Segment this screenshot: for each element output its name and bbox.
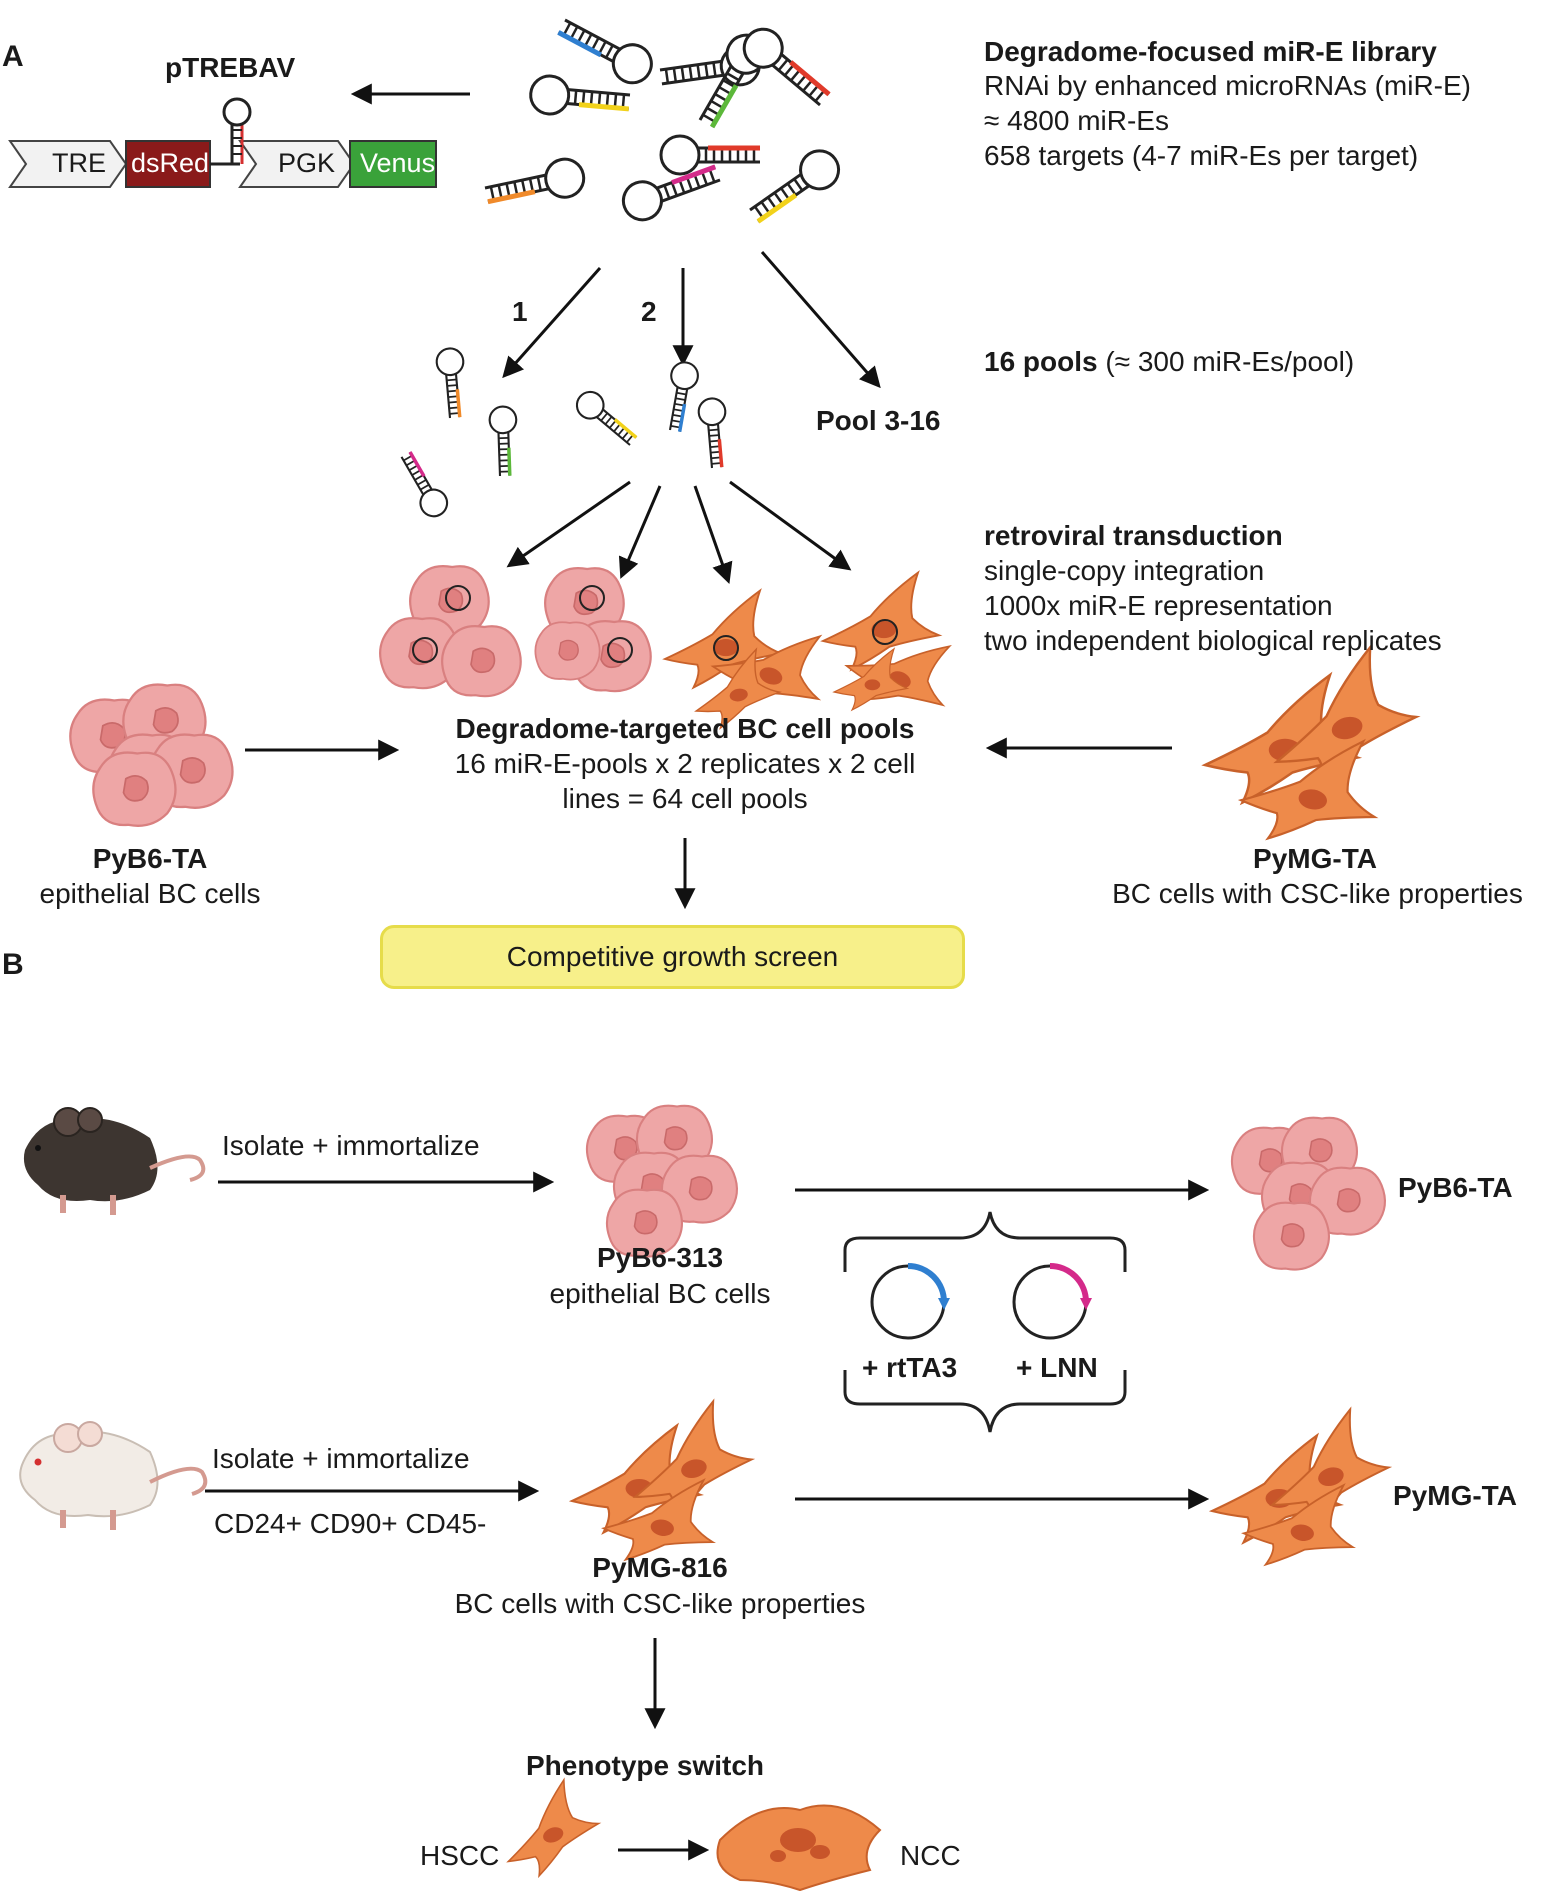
pymg-ta-desc: BC cells with CSC-like properties [1112,878,1523,909]
library-line-3: 658 targets (4-7 miR-Es per target) [984,140,1419,171]
hscc-cell-illustration [487,1773,610,1885]
transduced-epithelial-cells [379,565,652,698]
construct-title: pTREBAV [165,52,296,83]
isolate-immortalize-bottom: Isolate + immortalize [212,1443,470,1474]
panel-label-b: B [2,948,24,981]
pymg-ta-cells-illustration [1203,639,1429,858]
plasmid-brace [843,1211,1127,1433]
white-mouse-illustration [19,1421,208,1530]
phenotype-switch-title: Phenotype switch [525,1750,765,1781]
cell-pools-title: Degradome-targeted BC cell pools [455,713,915,744]
pymg-816-desc: BC cells with CSC-like properties [454,1588,866,1619]
pymg-ta-name: PyMG-TA [1253,843,1377,874]
venus-label: Venus [360,148,436,178]
pool-3-16-label: Pool 3-16 [816,405,941,436]
transduction-title: retroviral transduction [984,520,1283,551]
pymg-816-name: PyMG-816 [592,1552,728,1583]
pymg-816-cells-illustration [570,1394,762,1575]
library-line-1: RNAi by enhanced microRNAs (miR-E) [984,70,1472,101]
competitive-growth-screen-box: Competitive growth screen [380,925,965,989]
library-line-2: ≈ 4800 miR-Es [984,105,1169,136]
transduction-line-3: two independent biological replicates [984,625,1442,656]
pool-2-label: 2 [641,296,657,327]
panel-label-a: A [2,40,24,73]
pyb6-ta-name: PyB6-TA [92,843,208,874]
lnn-label: + LNN [1016,1352,1098,1383]
pyb6-313-cells-illustration [585,1104,739,1258]
cell-pools-line-1: 16 miR-E-pools x 2 replicates x 2 cell [454,748,916,779]
marker-criteria: CD24+ CD90+ CD45- [214,1508,487,1539]
pool-2-hairpins [570,359,732,470]
transduction-line-1: single-copy integration [984,555,1265,586]
pyb6-313-name: PyB6-313 [596,1242,724,1273]
pool-arrows [502,251,881,389]
pyb6-ta-label-b: PyB6-TA [1398,1172,1513,1203]
hscc-label: HSCC [420,1840,500,1871]
pyb6-ta-desc: epithelial BC cells [39,878,261,909]
ncc-cell-illustration [716,1804,882,1892]
library-title: Degradome-focused miR-E library [984,36,1437,67]
construct-diagram [8,97,437,188]
cell-pools-line-2: lines = 64 cell pools [562,783,808,814]
pgk-label: PGK [278,148,336,178]
pyb6-313-desc: epithelial BC cells [549,1278,771,1309]
ncc-label: NCC [900,1840,961,1871]
lnn-plasmid-icon [1012,1263,1092,1340]
pyb6-ta-cells-b-illustration [1230,1116,1387,1271]
transduction-line-2: 1000x miR-E representation [984,590,1333,621]
pools-note-rest: (≈ 300 miR-Es/pool) [1097,346,1355,377]
black-mouse-illustration [23,1107,206,1215]
pools-note: 16 pools (≈ 300 miR-Es/pool) [984,346,1354,378]
transduction-arrows [506,480,852,584]
dsred-label: dsRed [131,148,210,178]
rtta3-plasmid-icon [870,1263,950,1340]
pymg-ta-label-b: PyMG-TA [1393,1480,1517,1511]
mir-e-library-hairpins [481,7,848,233]
pools-note-bold: 16 pools [984,346,1098,377]
pyb6-ta-cells-illustration [69,683,234,827]
pool-1-label: 1 [512,296,528,327]
pool-1-hairpins [393,346,520,523]
rtta3-label: + rtTA3 [862,1352,958,1383]
pymg-ta-cells-b-illustration [1210,1402,1399,1580]
isolate-immortalize-top: Isolate + immortalize [222,1130,480,1161]
tre-label: TRE [52,148,106,178]
transduced-mesenchymal-cells [664,571,968,734]
